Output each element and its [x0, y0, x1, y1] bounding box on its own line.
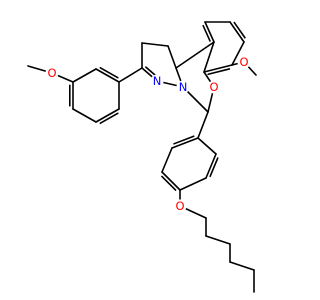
bond-d2-d3 — [161, 147, 173, 173]
bond-a6-a1 — [72, 68, 97, 83]
bond-b6-b1 — [202, 21, 215, 43]
molecule-canvas: O O O N N O — [27, 21, 257, 293]
molecule-structure: O O O N N O — [27, 21, 257, 293]
bond-d6-d1 — [197, 137, 217, 155]
bond-a3-a4 — [95, 108, 120, 125]
bond-layer — [27, 21, 257, 293]
bond-a5-c3 — [118, 67, 143, 83]
atom-symbol: O — [239, 55, 248, 69]
bond-b1-c5 — [175, 41, 215, 69]
atom-symbol: O — [47, 66, 56, 80]
bond-d1-d2 — [171, 135, 199, 149]
atom-o-left-methoxy: O — [45, 66, 59, 80]
bond-b3-b4 — [231, 41, 245, 66]
bond-d3-d4 — [161, 171, 181, 191]
atom-o-hexyloxy: O — [173, 199, 187, 213]
atom-symbol: O — [209, 80, 218, 94]
bond-b2-b1 — [203, 41, 215, 73]
bond-h2-h3 — [205, 235, 231, 245]
bond-b2-b3 — [203, 64, 233, 76]
atom-symbol: N — [179, 80, 188, 94]
bond-c4-c5 — [167, 45, 177, 69]
atom-label-layer: O O O N N O — [45, 55, 251, 213]
atom-symbol: O — [175, 199, 184, 213]
bond-a5-a6 — [95, 66, 120, 83]
bond-d5-d6 — [205, 153, 219, 179]
bond-d4-d5 — [179, 177, 207, 191]
atom-symbol: N — [153, 74, 162, 88]
bond-h4-h5 — [229, 261, 255, 271]
atom-o-right-methoxy: O — [237, 55, 251, 69]
bond-c2-c4 — [141, 42, 169, 47]
bond-a1-a2 — [69, 81, 74, 110]
atom-n-ring: N — [176, 80, 190, 94]
bond-c6-d1 — [197, 111, 209, 139]
atom-o-ring: O — [207, 80, 221, 94]
bond-b4-b5 — [229, 21, 246, 43]
atom-n-imine: N — [150, 74, 164, 88]
bond-a2-a3 — [72, 108, 97, 123]
